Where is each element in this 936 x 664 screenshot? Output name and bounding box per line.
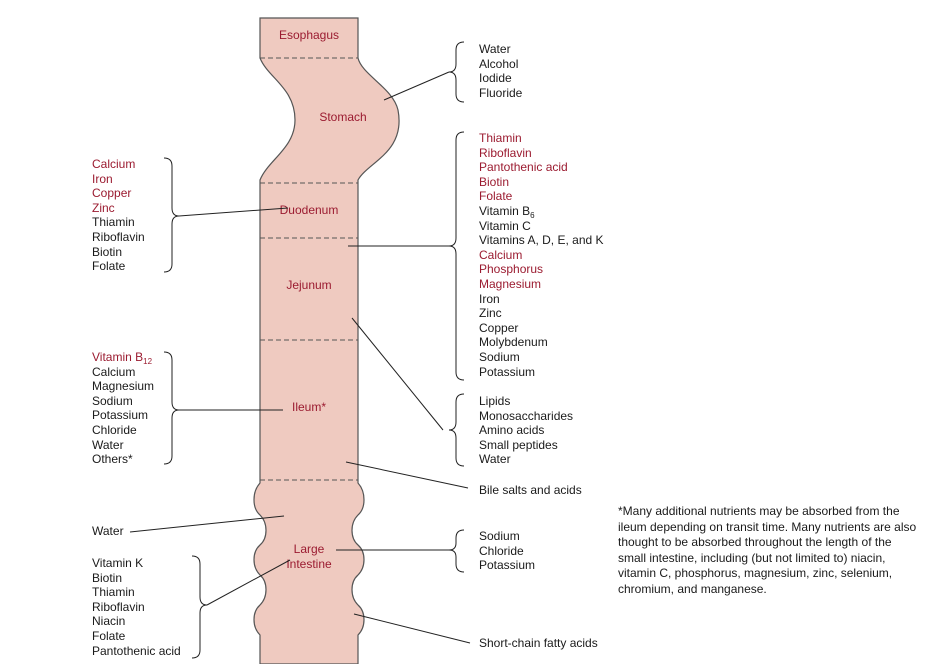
nutrient-item: Vitamin B6 [479, 203, 535, 220]
nutrient-item: Fluoride [479, 85, 523, 100]
colon-vitamins-leader [206, 559, 291, 606]
short-chain-fatty-acids-label: Short-chain fatty acids [479, 636, 598, 650]
large-intestine-label-line1: Large [294, 542, 325, 556]
nutrient-item: Molybdenum [479, 335, 548, 350]
nutrient-subscript: 6 [530, 210, 535, 220]
large-intestine-label-line2: Intestine [286, 557, 332, 571]
digestive-tract-outline [253, 17, 400, 664]
nutrient-item: Phosphorus [479, 262, 544, 277]
colon-water-label: Water [92, 524, 124, 538]
stomach-brace [448, 41, 465, 103]
nutrient-item: Iron [92, 171, 113, 186]
jejunum-brace [448, 131, 465, 381]
stomach-label: Stomach [319, 110, 366, 124]
nutrient-item: Magnesium [92, 379, 155, 394]
nutrient-item: Vitamins A, D, E, and K [479, 233, 604, 248]
nutrient-item: Chloride [479, 543, 524, 558]
nutrient-item: Sodium [92, 393, 133, 408]
nutrient-item: Biotin [479, 174, 510, 189]
colon-electrolytes-brace [448, 529, 465, 573]
nutrient-item: Chloride [92, 422, 137, 437]
nutrient-item: Others* [92, 452, 133, 467]
stomach-leader [383, 71, 450, 101]
nutrient-item: Calcium [92, 364, 136, 379]
duodenum-label: Duodenum [280, 203, 339, 217]
nutrient-item: Pantothenic acid [479, 160, 568, 175]
nutrient-item: Sodium [479, 529, 520, 543]
nutrient-item: Amino acids [479, 423, 545, 438]
jejunum-label: Jejunum [286, 278, 331, 292]
bile-salts-label: Bile salts and acids [479, 483, 582, 497]
nutrient-item: Thiamin [92, 585, 135, 600]
macronutrients-brace [448, 393, 465, 467]
nutrient-item: Sodium [479, 349, 520, 364]
nutrient-item: Alcohol [479, 56, 519, 71]
nutrient-item: Small peptides [479, 437, 558, 452]
nutrient-item: Zinc [92, 200, 115, 215]
nutrient-item: Water [479, 42, 511, 56]
nutrient-item: Riboflavin [92, 599, 145, 614]
bile-leader [345, 461, 469, 489]
duodenum-brace [163, 157, 180, 273]
nutrient-item: Thiamin [92, 215, 135, 230]
nutrient-item: Folate [92, 259, 126, 274]
nutrient-item: Copper [479, 320, 519, 335]
nutrient-item: Vitamin B12 [92, 350, 153, 366]
water-colon-leader [129, 515, 285, 533]
nutrient-item: Zinc [479, 306, 502, 321]
nutrient-item: Potassium [479, 558, 536, 573]
nutrient-item: Biotin [92, 244, 123, 259]
footnote: *Many additional nutrients may be absorb… [618, 504, 917, 596]
nutrient-item: Biotin [92, 570, 123, 585]
nutrient-subscript: 12 [143, 357, 153, 366]
nutrient-item: Iron [479, 291, 500, 306]
nutrient-item: Folate [92, 628, 126, 643]
ileum-brace [163, 351, 180, 465]
nutrient-item: Magnesium [479, 276, 542, 291]
nutrient-item: Pantothenic acid [92, 643, 181, 658]
nutrient-item: Niacin [92, 614, 126, 629]
nutrient-item: Water [479, 452, 511, 467]
nutrient-item: Vitamin K [92, 556, 144, 570]
nutrient-item: Iodide [479, 71, 512, 86]
nutrient-item: Monosaccharides [479, 408, 574, 423]
duodenum-leader [178, 207, 289, 217]
nutrient-item: Calcium [92, 157, 136, 171]
nutrient-item: Water [92, 437, 124, 452]
nutrient-item: Thiamin [479, 131, 522, 145]
scfa-leader [353, 613, 471, 644]
nutrient-item: Potassium [92, 408, 149, 423]
nutrient-item: Copper [92, 186, 132, 201]
nutrient-item: Riboflavin [479, 145, 532, 160]
esophagus-label: Esophagus [279, 28, 339, 42]
colon-vitamins-brace [191, 555, 208, 659]
nutrient-item: Folate [479, 189, 513, 204]
ileum-label: Ileum* [292, 400, 326, 414]
nutrient-item: Potassium [479, 364, 536, 379]
nutrient-item: Riboflavin [92, 229, 145, 244]
nutrient-item: Vitamin C [479, 218, 531, 233]
nutrient-item: Lipids [479, 394, 511, 408]
nutrient-item: Calcium [479, 247, 523, 262]
macronutrients-leader [351, 317, 444, 431]
